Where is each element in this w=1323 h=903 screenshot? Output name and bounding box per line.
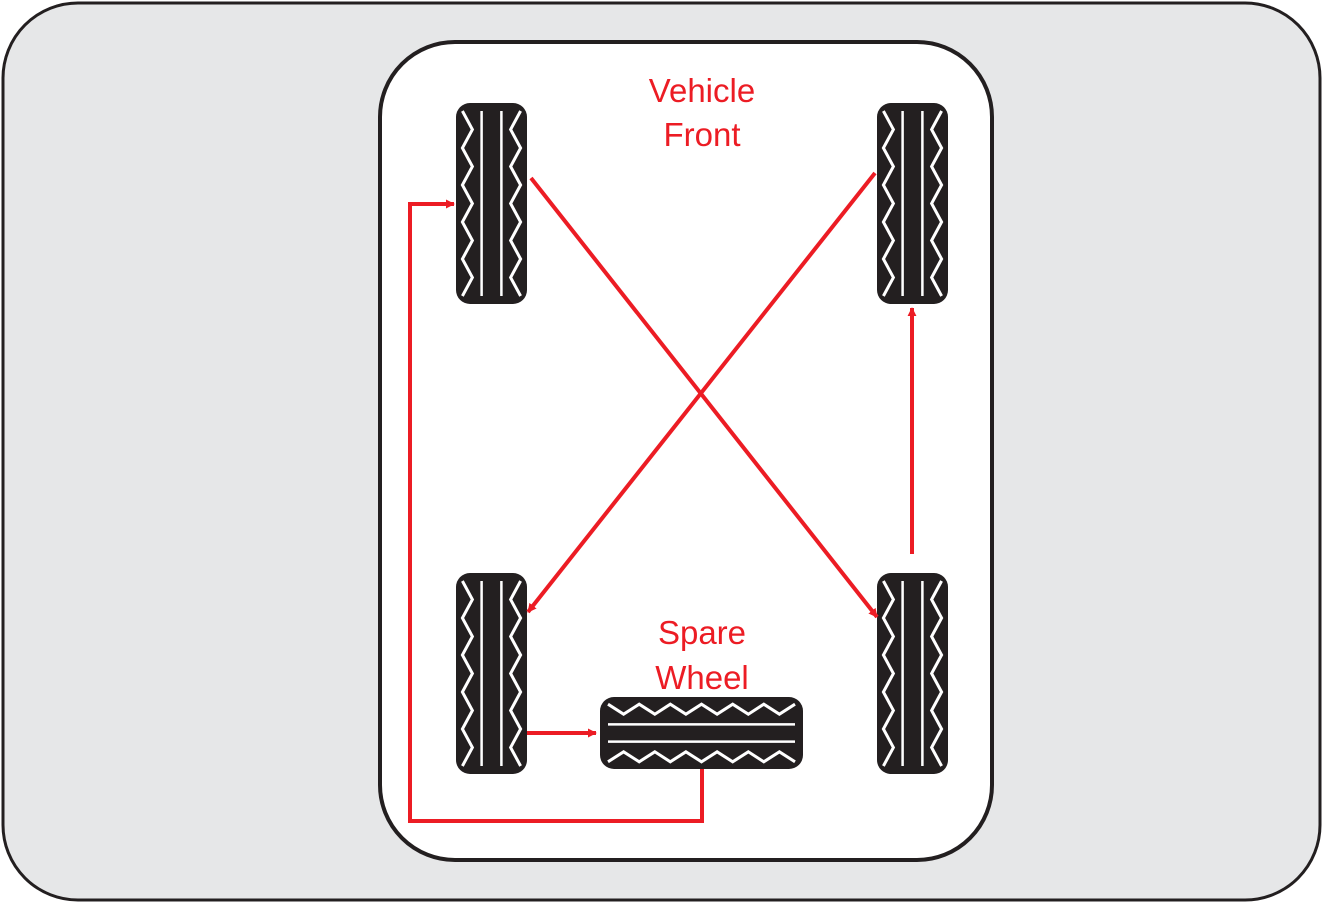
- spare-wheel-label-line2: Wheel: [655, 659, 749, 696]
- tire-front-left: [456, 103, 527, 304]
- tire-icon: [877, 573, 948, 774]
- arrow-front-right-to-rear-left: [526, 171, 877, 614]
- spare-tire: [600, 697, 803, 769]
- vehicle-front-label-line2: Front: [663, 116, 740, 153]
- rotation-arrows: [408, 171, 917, 823]
- tire-rear-left: [456, 573, 527, 774]
- tire-icon: [456, 103, 527, 304]
- vehicle-front-label-line1: Vehicle: [649, 72, 755, 109]
- tire-rear-right: [877, 573, 948, 774]
- arrow-front-left-to-rear-right: [529, 176, 879, 619]
- tire-front-right: [877, 103, 948, 304]
- arrow-spare-to-front-left: [408, 199, 704, 823]
- tire-icon: [877, 103, 948, 304]
- tire-icon: [456, 573, 527, 774]
- spare-wheel-label-line1: Spare: [658, 614, 746, 651]
- vehicle-body: [378, 40, 994, 862]
- spare-tire-icon: [600, 697, 803, 769]
